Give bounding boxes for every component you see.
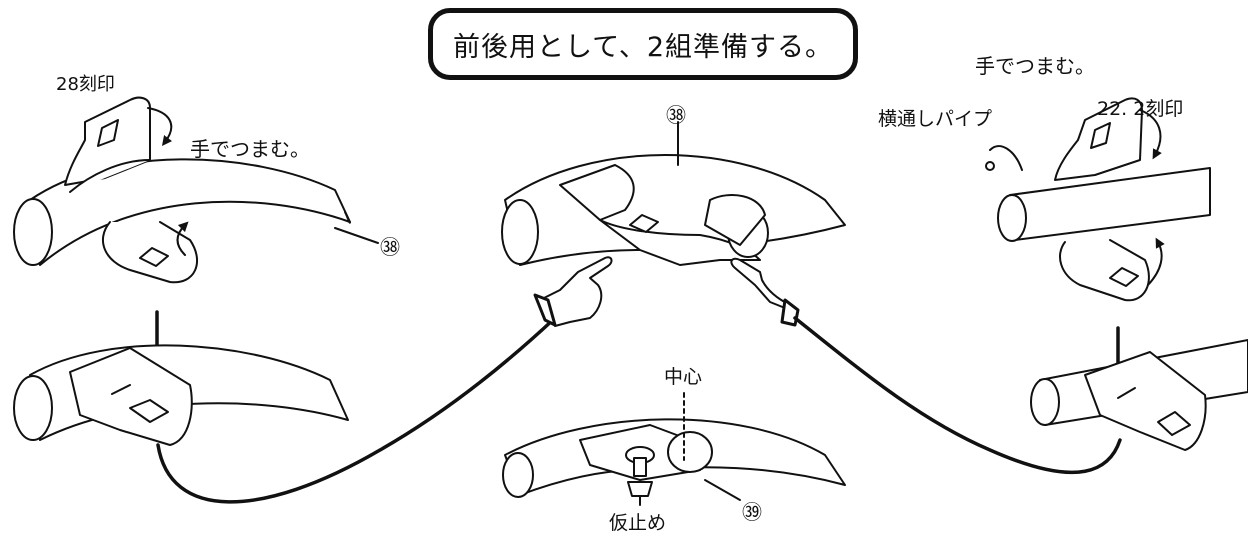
part-number-38-left: ㊳ bbox=[380, 235, 400, 259]
left-pinch-arrow-bottom bbox=[176, 221, 189, 256]
center-right-hand-drawing bbox=[730, 257, 800, 327]
right-bottom-pipe-drawing bbox=[1030, 339, 1248, 451]
pinch-label-right: 手でつまむ。 bbox=[975, 54, 1095, 78]
right-top-pipe-drawing bbox=[997, 97, 1211, 302]
left-pinch-arrow-top bbox=[147, 107, 173, 146]
stamp-22-2-label: 22. 2刻印 bbox=[1097, 98, 1184, 120]
left-bottom-tube-drawing bbox=[13, 344, 349, 446]
part-number-38-center: ㊳ bbox=[666, 103, 686, 127]
right-pinch-arrow-bottom bbox=[1147, 237, 1165, 286]
right-pinch-arrow-top bbox=[1139, 109, 1162, 160]
center-left-hand-drawing bbox=[533, 256, 613, 327]
left-top-tube-drawing bbox=[13, 96, 351, 284]
title-text: 前後用として、2組準備する。 bbox=[452, 31, 834, 63]
pinch-label-left: 手でつまむ。 bbox=[190, 137, 310, 161]
cross-pipe-label: 横通しパイプ bbox=[878, 108, 993, 130]
center-bottom-tube-drawing bbox=[502, 418, 846, 506]
temporary-fix-label: 仮止め bbox=[609, 512, 667, 534]
center-label: 中心 bbox=[664, 366, 703, 388]
center-top-tube-drawing bbox=[501, 154, 846, 266]
stamp-28-label: 28刻印 bbox=[56, 74, 115, 95]
left-to-center-curve bbox=[156, 316, 557, 504]
center-to-right-curve bbox=[793, 316, 1122, 475]
title-box: 前後用として、2組準備する。 bbox=[428, 8, 858, 80]
part-number-39: ㊴ bbox=[742, 500, 762, 524]
